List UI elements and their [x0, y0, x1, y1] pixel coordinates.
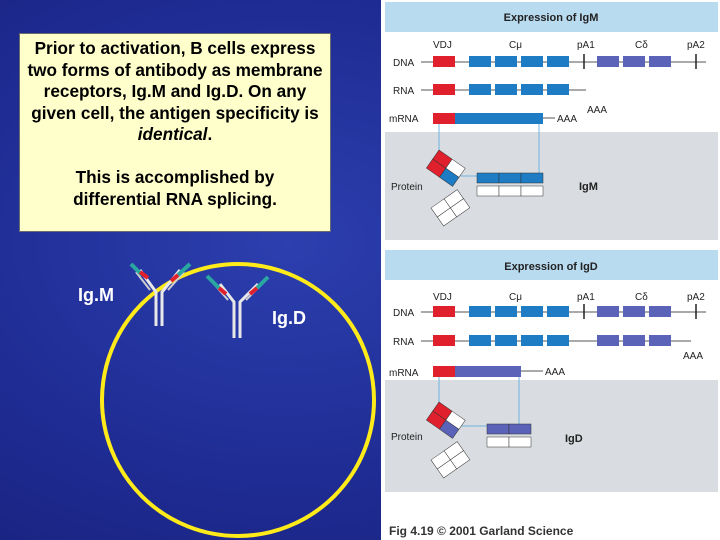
- b-cell-membrane: [100, 262, 376, 538]
- igm-protein-drawing: [426, 149, 544, 227]
- explanation-text: Prior to activation, B cells express two…: [27, 38, 323, 123]
- protein-label-bottom: Protein: [391, 432, 423, 443]
- figure-caption: Fig 4.19 © 2001 Garland Science: [389, 524, 574, 538]
- rna-polya-label: AAA: [587, 105, 607, 116]
- mrna-polya-label: AAA: [557, 114, 577, 125]
- igd-product-label: IgD: [565, 433, 583, 445]
- rna-label: RNA: [393, 86, 414, 97]
- igd-panel-header: [385, 250, 718, 280]
- pa1-label: pA1: [577, 40, 595, 51]
- explanation-paragraph-2: This is accomplished by differential RNA…: [73, 166, 277, 209]
- explanation-paragraph-1: Prior to activation, B cells express two…: [22, 38, 328, 146]
- dna-label: DNA: [393, 58, 414, 69]
- rna-label: RNA: [393, 337, 414, 348]
- igd-panel-title: Expression of IgD: [504, 261, 598, 273]
- emphasis-identical: identical: [137, 124, 208, 145]
- textbook-figure: Expression of IgM VDJ Cμ pA1 Cδ pA2 DNA …: [381, 0, 720, 540]
- igm-panel-header: [385, 2, 718, 32]
- vdj-label: VDJ: [433, 292, 452, 303]
- dna-label: DNA: [393, 308, 414, 319]
- igd-protein-drawing: [426, 401, 532, 479]
- sentence-end: .: [207, 124, 213, 145]
- pa1-label: pA1: [577, 292, 595, 303]
- igd-label: Ig.D: [272, 308, 306, 328]
- vdj-label: VDJ: [433, 40, 452, 51]
- igd-gene-labels: VDJ Cμ pA1 Cδ pA2: [433, 292, 705, 303]
- igd-receptor: [205, 274, 270, 338]
- cdelta-label: Cδ: [635, 40, 648, 51]
- explanation-box: Prior to activation, B cells express two…: [19, 33, 331, 232]
- cdelta-label: Cδ: [635, 292, 648, 303]
- b-cell-diagram: [100, 262, 376, 538]
- igm-gene-labels: VDJ Cμ pA1 Cδ pA2: [433, 40, 705, 51]
- igm-panel-title: Expression of IgM: [504, 12, 599, 24]
- cmu-label: Cμ: [509, 292, 522, 303]
- protein-label-top: Protein: [391, 182, 423, 193]
- pa2-label: pA2: [687, 40, 705, 51]
- cmu-label: Cμ: [509, 40, 522, 51]
- mrna-label: mRNA: [389, 114, 419, 125]
- pa2-label: pA2: [687, 292, 705, 303]
- igm-product-label: IgM: [579, 181, 598, 193]
- igm-receptor: [129, 262, 192, 326]
- mrna-label: mRNA: [389, 368, 419, 379]
- mrna-polya-label: AAA: [545, 367, 565, 378]
- rna-polya-label: AAA: [683, 351, 703, 362]
- igm-label: Ig.M: [78, 285, 114, 305]
